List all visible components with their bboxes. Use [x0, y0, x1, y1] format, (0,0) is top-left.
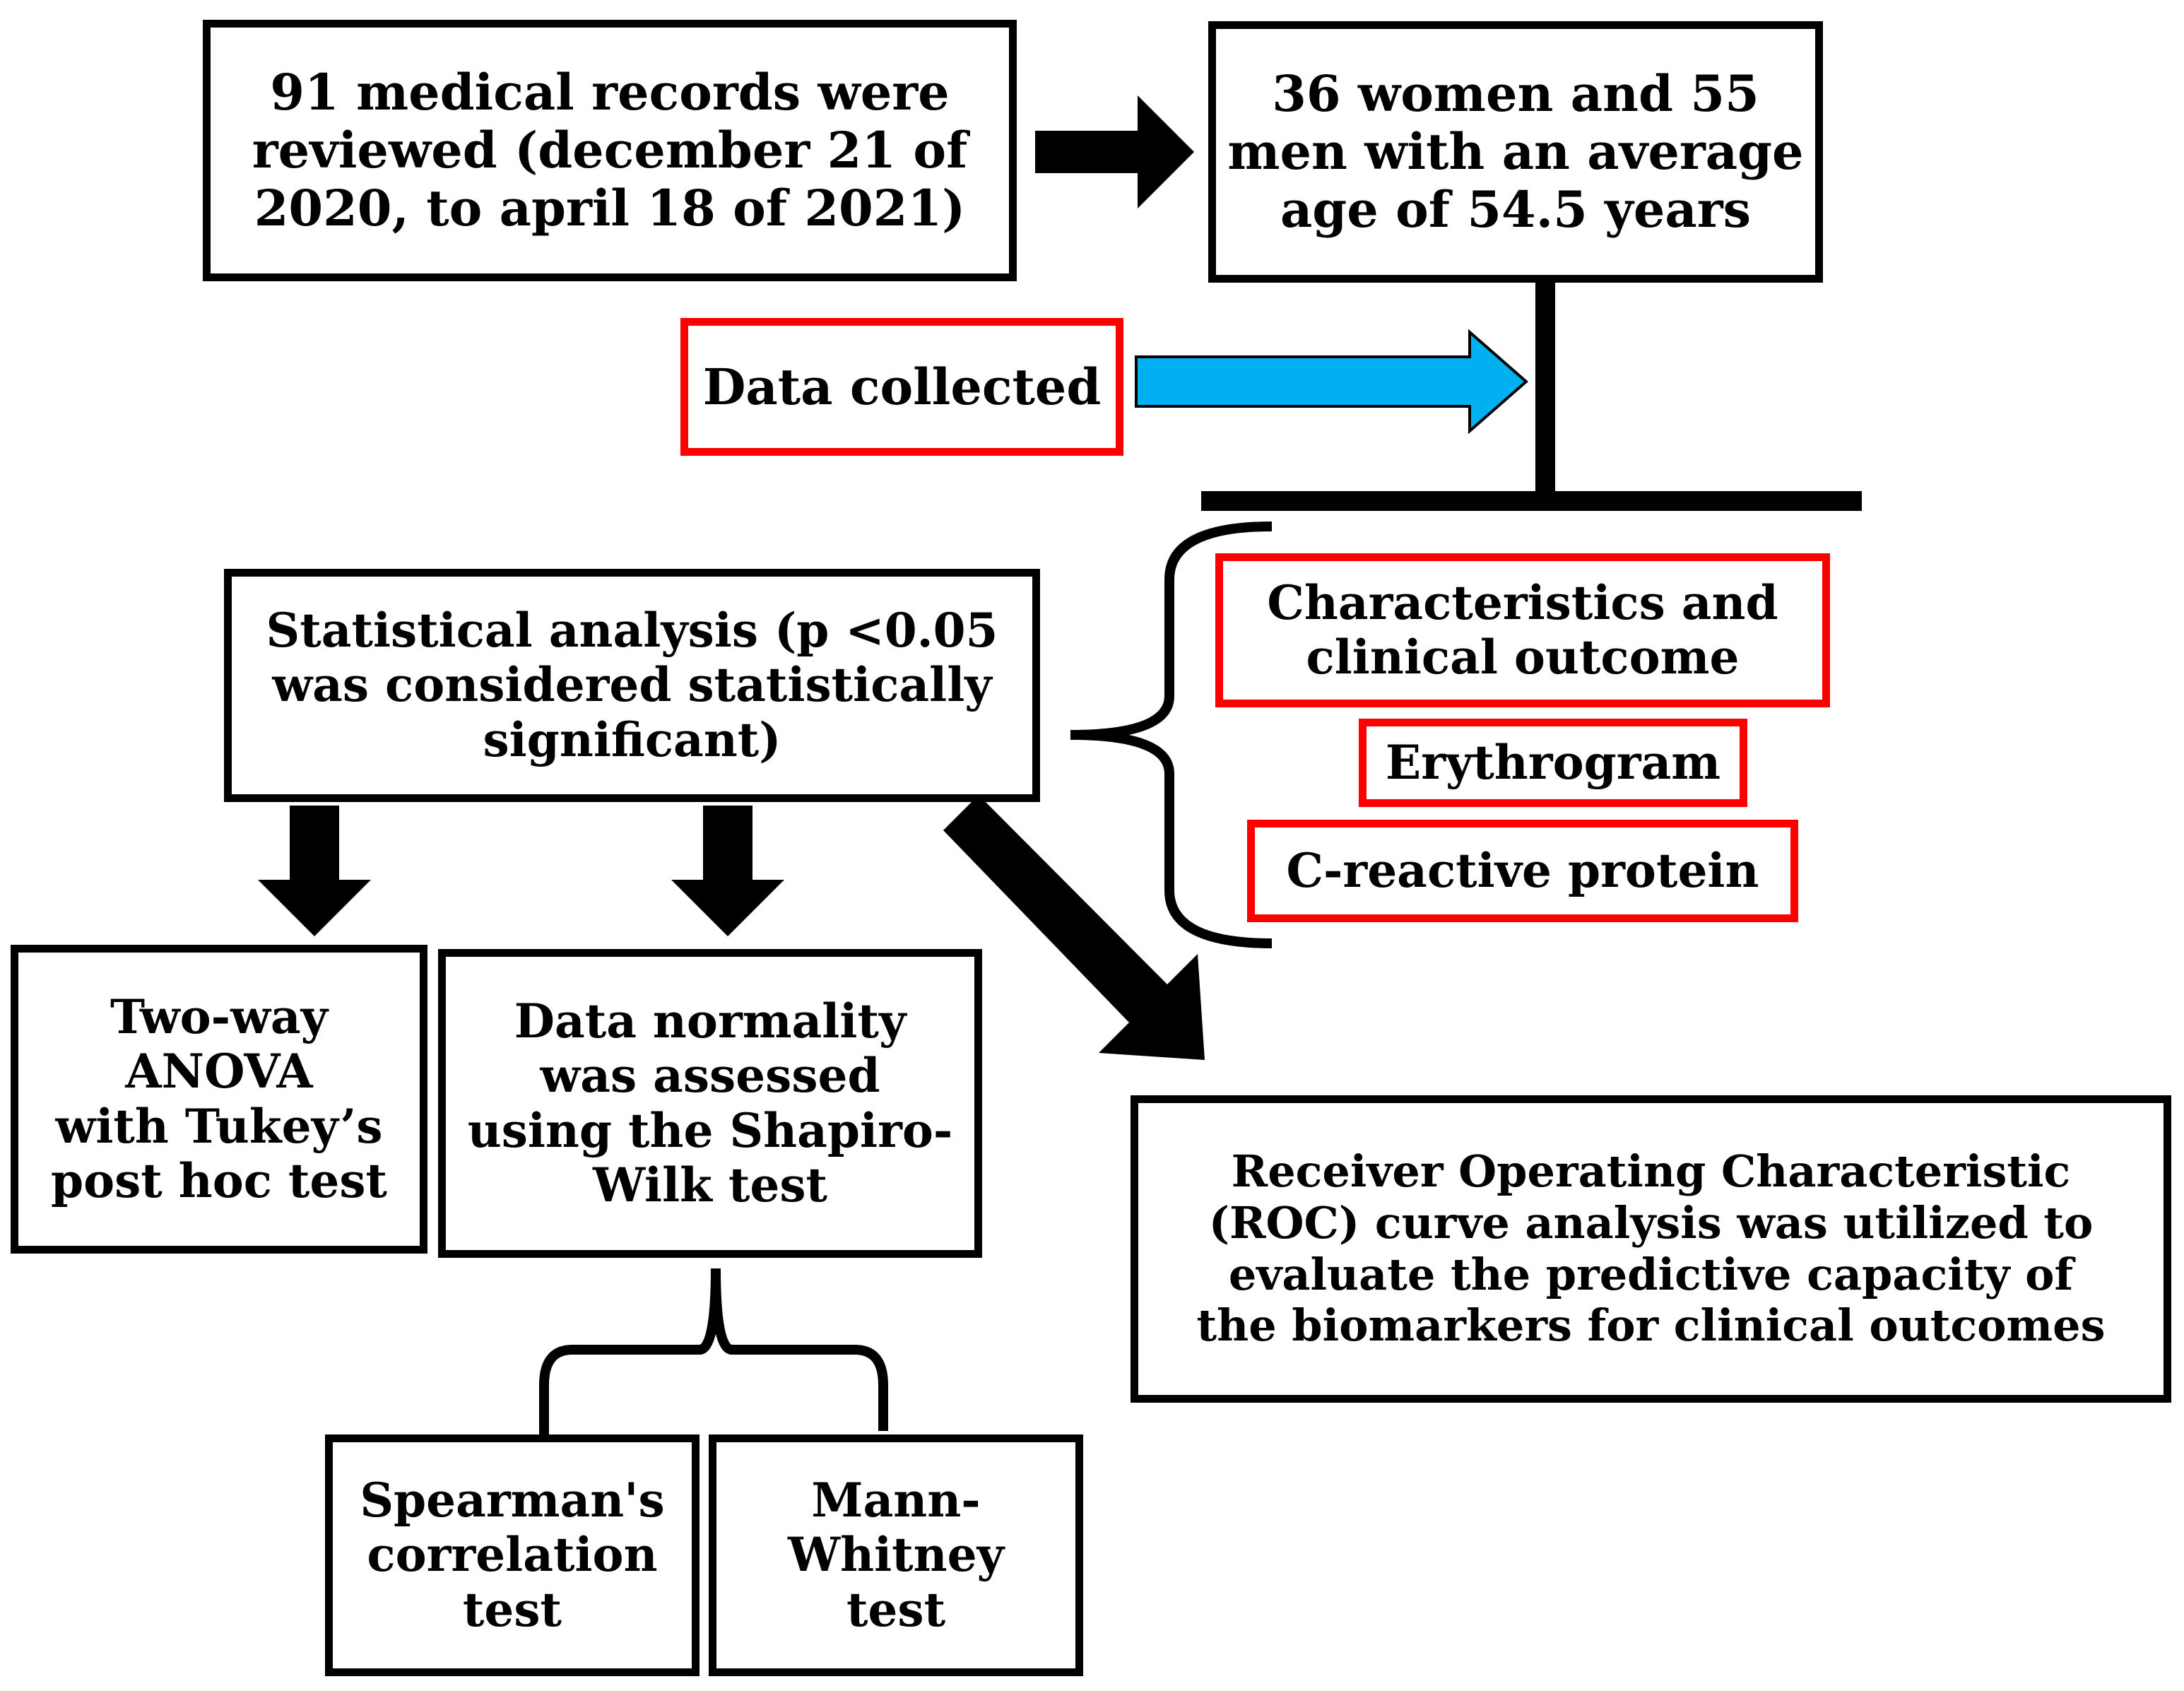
characteristics-box: Characteristics and clinical outcome: [1215, 553, 1830, 707]
normality-box: Data normality was assessed using the Sh…: [438, 949, 982, 1258]
arrow-records-to-demographics: [1035, 95, 1194, 208]
data-collected-arrow: [1135, 329, 1529, 435]
records-reviewed-box: 91 medical records were reviewed (decemb…: [203, 20, 1017, 281]
c-reactive-protein-box: C-reactive protein: [1247, 820, 1798, 922]
stem-demographics: [1535, 279, 1555, 498]
statistical-analysis-box: Statistical analysis (p <0.05 was consid…: [224, 569, 1040, 802]
branch-bar: [1201, 491, 1862, 511]
anova-box: Two-way ANOVA with Tukey’s post hoc test: [11, 945, 427, 1254]
spearman-box: Spearman's correlation test: [325, 1434, 700, 1676]
arrow-to-roc: [943, 795, 1205, 1060]
mann-whitney-box: Mann- Whitney test: [709, 1434, 1083, 1676]
normality-test-brace: [539, 1268, 888, 1438]
arrow-to-normality: [671, 806, 784, 936]
roc-analysis-box: Receiver Operating Characteristic (ROC) …: [1131, 1095, 2171, 1403]
erythrogram-box: Erythrogram: [1359, 719, 1747, 807]
arrow-to-anova: [258, 806, 371, 936]
data-items-brace: [1070, 522, 1273, 948]
demographics-box: 36 women and 55 men with an average age …: [1208, 21, 1823, 283]
data-collected-box: Data collected: [680, 318, 1123, 456]
